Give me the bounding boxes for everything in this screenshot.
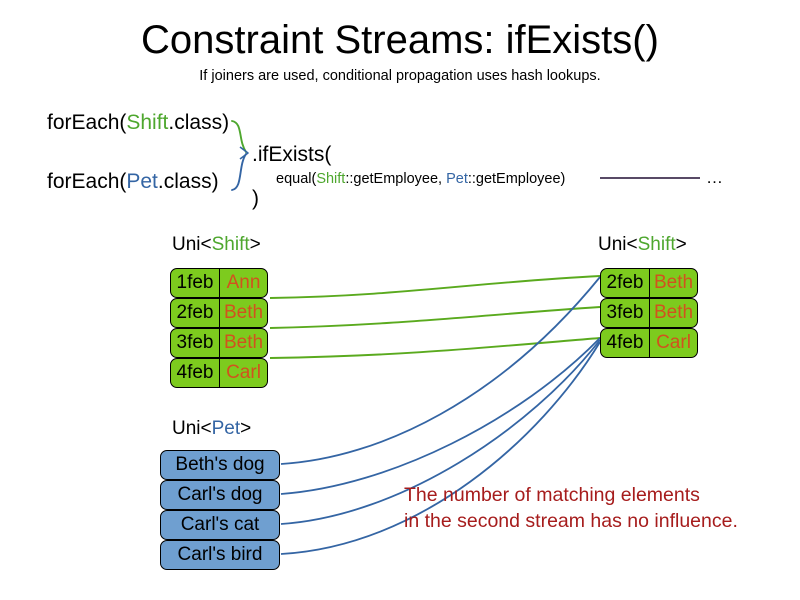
label-left-shift-type: Shift <box>211 234 250 255</box>
page-title: Constraint Streams: ifExists() <box>141 18 659 62</box>
code-ifexists: .ifExists( <box>252 143 332 166</box>
left-shift-row-2: 3feb Beth <box>170 328 268 358</box>
label-left-shift-prefix: Uni< <box>172 234 212 255</box>
code-foreach-pet: forEach(Pet.class) <box>47 169 219 195</box>
foreach-shift-suffix: .class) <box>168 111 230 134</box>
left-shift-date-2: 3feb <box>171 329 220 357</box>
left-pet-row-3: Carl's bird <box>160 540 280 570</box>
code-foreach-shift: forEach(Shift.class) <box>47 110 229 136</box>
edge-shift-3feb <box>269 306 601 329</box>
right-shift-date-0: 2feb <box>601 269 650 297</box>
right-shift-name-1: Beth <box>653 302 694 323</box>
foreach-pet-prefix: forEach( <box>47 170 127 193</box>
equal-right-type: Pet <box>446 171 468 187</box>
label-left-shift-suffix: > <box>249 234 261 255</box>
label-right-shift-suffix: > <box>675 234 687 255</box>
left-shift-name-2: Beth <box>223 332 264 353</box>
left-shift-row-0: 1feb Ann <box>170 268 268 298</box>
foreach-pet-suffix: .class) <box>157 170 219 193</box>
label-left-shift-stream: Uni<Shift> <box>172 233 261 256</box>
equal-prefix: equal( <box>276 171 317 187</box>
label-right-shift-stream: Uni<Shift> <box>598 233 687 256</box>
annotation-note: The number of matching elements in the s… <box>404 484 738 532</box>
left-shift-date-1: 2feb <box>171 299 220 327</box>
left-shift-date-0: 1feb <box>171 269 220 297</box>
equal-right-method: ::getEmployee) <box>467 171 566 187</box>
code-equal-joiner: equal(Shift::getEmployee, Pet::getEmploy… <box>276 170 565 189</box>
left-shift-name-0: Ann <box>226 272 261 293</box>
left-pet-name-1: Carl's dog <box>177 484 263 505</box>
edge-pet-beths-dog <box>280 276 601 465</box>
label-right-shift-prefix: Uni< <box>598 234 638 255</box>
right-shift-row-1: 3feb Beth <box>600 298 698 328</box>
foreach-shift-type: Shift <box>126 111 169 134</box>
page-subtitle: If joiners are used, conditional propaga… <box>199 68 601 84</box>
label-left-pet-suffix: > <box>240 418 252 439</box>
foreach-shift-prefix: forEach( <box>47 111 127 134</box>
left-shift-row-1: 2feb Beth <box>170 298 268 328</box>
edge-shift-2feb <box>269 275 601 299</box>
brace-pet-stroke <box>231 153 247 191</box>
right-shift-row-2: 4feb Carl <box>600 328 698 358</box>
edge-shift-4feb <box>269 337 601 359</box>
left-pet-row-1: Carl's dog <box>160 480 280 510</box>
label-right-shift-type: Shift <box>637 234 676 255</box>
left-shift-name-1: Beth <box>223 302 264 323</box>
label-left-pet-type: Pet <box>211 418 241 439</box>
left-pet-name-3: Carl's bird <box>177 544 263 565</box>
foreach-pet-type: Pet <box>126 170 158 193</box>
code-close-paren: ) <box>252 187 259 210</box>
left-pet-name-2: Carl's cat <box>180 514 260 535</box>
label-left-pet-prefix: Uni< <box>172 418 212 439</box>
right-shift-name-0: Beth <box>653 272 694 293</box>
left-shift-date-3: 4feb <box>171 359 220 387</box>
right-shift-date-2: 4feb <box>601 329 650 357</box>
equal-left-type: Shift <box>316 171 346 187</box>
left-pet-row-0: Beth's dog <box>160 450 280 480</box>
right-shift-name-2: Carl <box>656 332 691 353</box>
left-pet-row-2: Carl's cat <box>160 510 280 540</box>
edge-pet-carls-dog <box>280 337 601 495</box>
left-shift-row-3: 4feb Carl <box>170 358 268 388</box>
left-pet-name-0: Beth's dog <box>175 454 265 475</box>
right-shift-date-1: 3feb <box>601 299 650 327</box>
equal-left-method: ::getEmployee, <box>345 171 447 187</box>
brace-shift-stroke <box>231 120 247 153</box>
code-ellipsis: … <box>706 168 723 187</box>
brace-arrow-tip <box>239 146 249 160</box>
right-shift-row-0: 2feb Beth <box>600 268 698 298</box>
left-shift-name-3: Carl <box>226 362 261 383</box>
label-left-pet-stream: Uni<Pet> <box>172 417 251 440</box>
